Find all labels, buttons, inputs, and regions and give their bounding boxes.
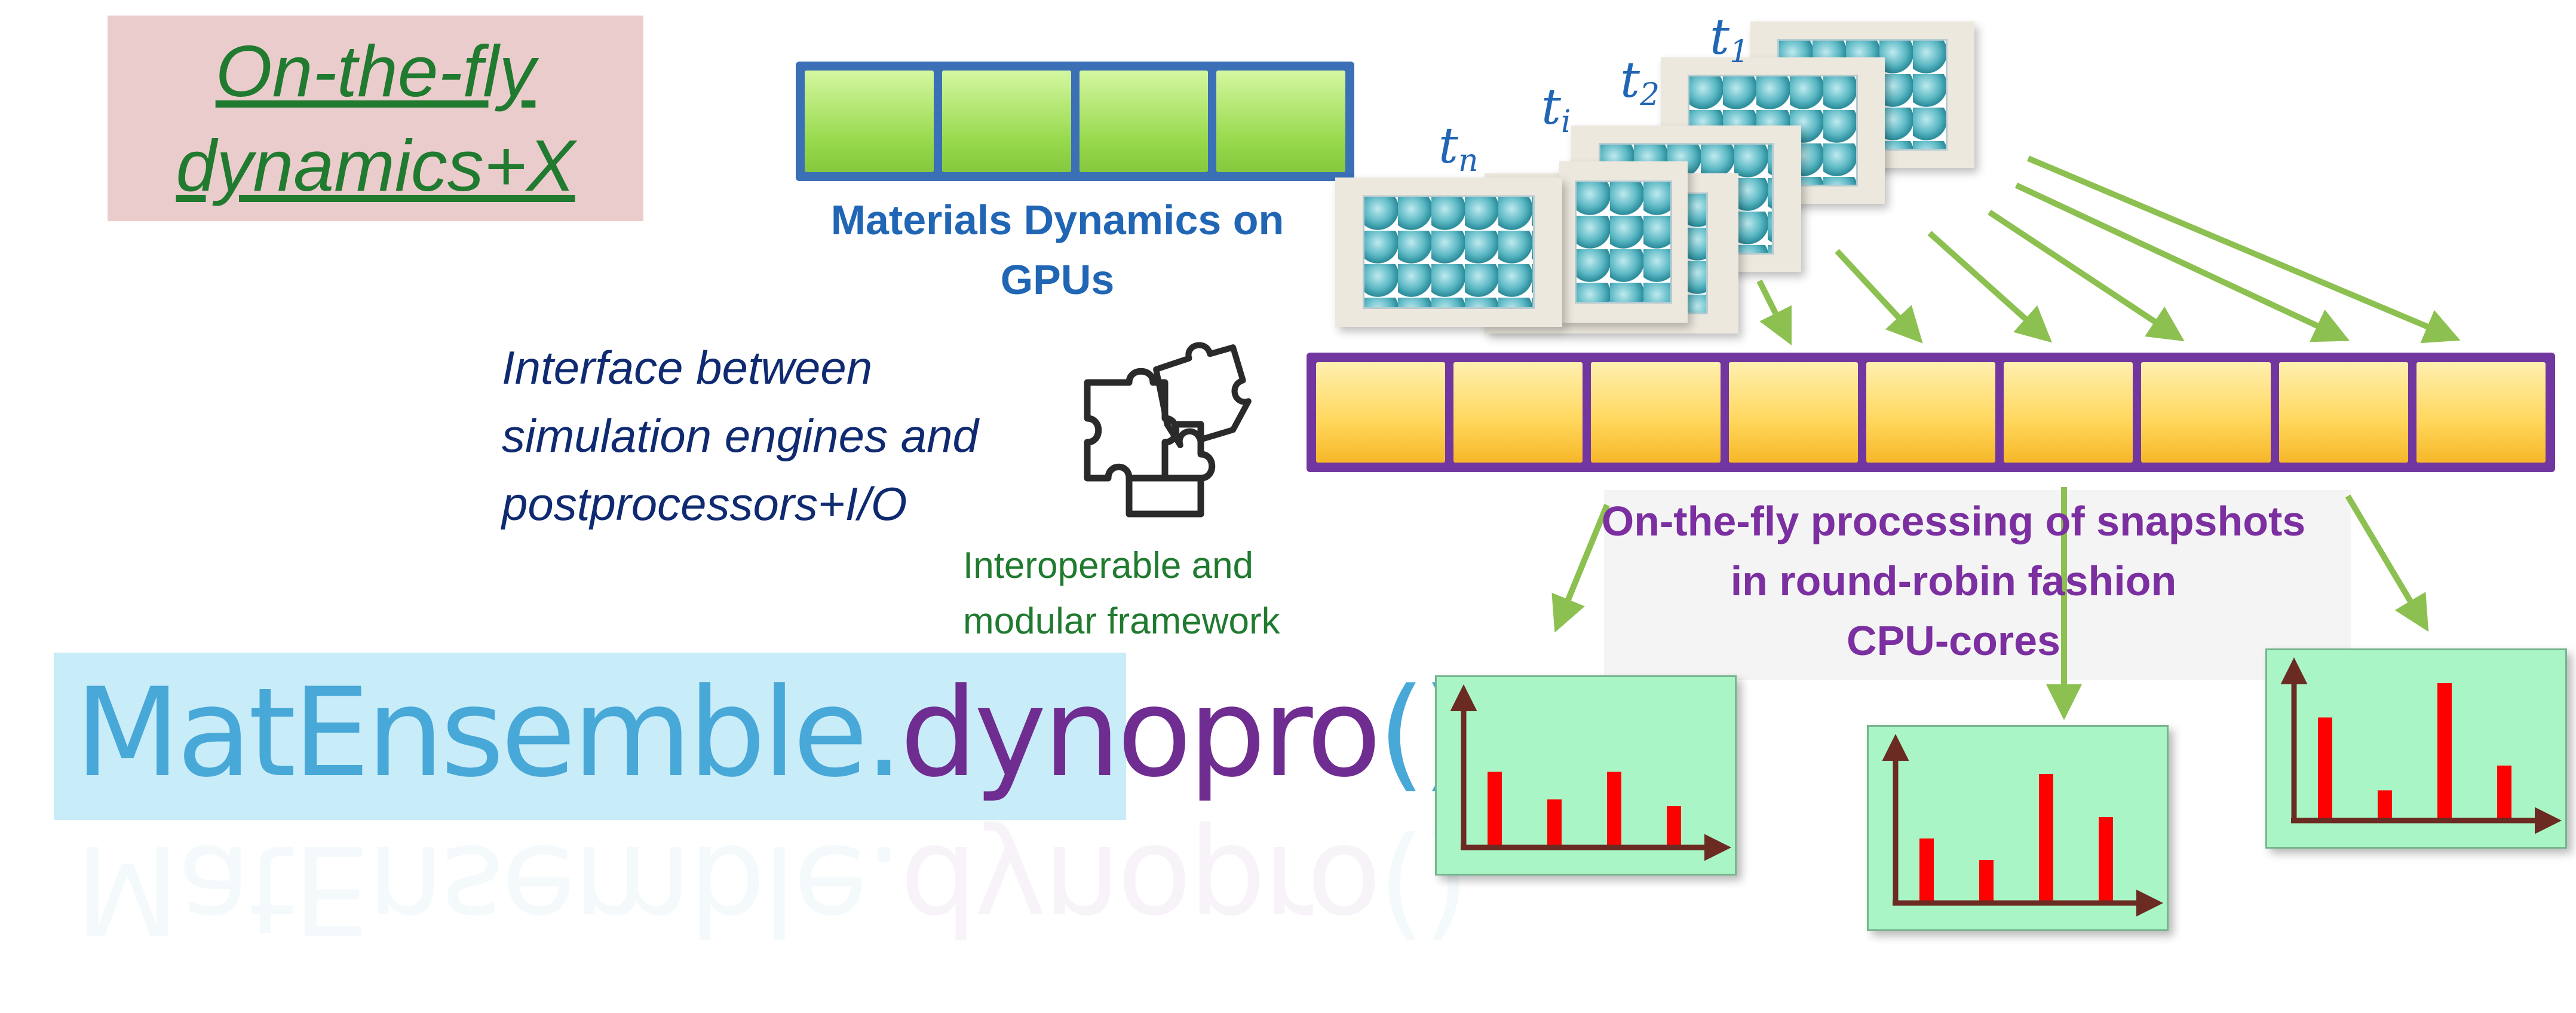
particle-box-icon <box>1362 195 1535 309</box>
chart-bar <box>2039 774 2053 903</box>
cpu-cell <box>2141 362 2271 463</box>
chart-panel-2 <box>1867 725 2169 931</box>
gpu-label-line-2: GPUs <box>1000 256 1115 303</box>
t-label-1: t1 <box>1710 9 1750 71</box>
arrow-to-cpu-6 <box>2027 155 2461 344</box>
cpu-cell <box>1728 362 1858 463</box>
cpu-bar <box>1307 353 2555 472</box>
chart-bar <box>2318 717 2332 821</box>
gpu-bar <box>796 62 1354 181</box>
logo-box <box>54 653 1126 820</box>
interface-line-3: postprocessors+I/O <box>502 478 907 530</box>
puzzle-icon <box>1084 342 1252 518</box>
cpu-cell <box>1591 362 1721 463</box>
chart-bar <box>2437 683 2452 821</box>
arrow-to-panel-1 <box>1551 504 1610 633</box>
chart-bar <box>1488 772 1502 847</box>
processing-label: On-the-fly processing of snapshots in ro… <box>1565 491 2342 671</box>
arrow-to-cpu-4 <box>1988 209 2185 342</box>
interface-line-2: simulation engines and <box>502 409 979 462</box>
logo-part-1: MatEnsemble. <box>75 662 903 804</box>
title-box: On-the-fly dynamics+X <box>108 16 643 221</box>
interop-text: Interoperable and modular framework <box>963 538 1393 649</box>
arrow-to-cpu-2 <box>1835 249 1923 344</box>
processing-backdrop <box>1604 490 2351 680</box>
snapshot-ti-front <box>1559 161 1688 323</box>
processing-line-2: in round-robin fashion <box>1730 558 2177 604</box>
chart-bar <box>2099 817 2113 903</box>
chart-panel-1 <box>1435 675 1737 876</box>
cpu-cell <box>2278 362 2408 463</box>
t-label-n: tn <box>1439 118 1479 179</box>
chart-bar <box>2497 766 2511 821</box>
cpu-cell <box>1316 362 1446 463</box>
particle-box-icon <box>1574 180 1673 304</box>
cpu-cell <box>2416 362 2546 463</box>
t-label-2: t2 <box>1620 52 1660 114</box>
arrow-to-cpu-5 <box>2014 182 2350 342</box>
chart-bar <box>1919 838 1934 903</box>
gpu-cell <box>1079 71 1209 172</box>
logo-part-2: dynopro <box>900 662 1381 804</box>
gpu-cell <box>805 71 934 172</box>
chart-bar <box>2378 790 2392 821</box>
cpu-cell <box>2004 362 2133 463</box>
interop-line-1: Interoperable and <box>963 545 1254 586</box>
interface-line-1: Interface between <box>502 341 873 394</box>
title-line-2: dynamics+X <box>176 125 575 206</box>
cpu-cell <box>1453 362 1583 463</box>
arrow-to-cpu-3 <box>1927 231 2052 343</box>
title-line-1: On-the-fly <box>215 30 536 112</box>
t-label-i: ti <box>1541 79 1571 140</box>
chart-bar <box>1979 860 1994 903</box>
gpu-cell <box>1216 71 1345 172</box>
arrow-to-panel-3 <box>2345 494 2429 632</box>
arrow-to-cpu-1 <box>1756 279 1792 345</box>
gpu-cell <box>942 71 1071 172</box>
interop-line-2: modular framework <box>963 601 1280 642</box>
cpu-cell <box>1866 362 1996 463</box>
chart-bar <box>1547 799 1562 847</box>
processing-line-1: On-the-fly processing of snapshots <box>1601 498 2306 544</box>
interface-text: Interface between simulation engines and… <box>502 333 1063 538</box>
chart-panel-3 <box>2265 648 2567 849</box>
gpu-label-line-1: Materials Dynamics on <box>830 197 1284 243</box>
logo: MatEnsemble.dynopro() <box>75 659 1470 808</box>
gpu-label: Materials Dynamics on GPUs <box>771 190 1344 310</box>
chart-bar <box>1607 772 1621 847</box>
chart-bar <box>1667 806 1681 847</box>
snapshot-tn-front <box>1335 177 1562 327</box>
processing-line-3: CPU-cores <box>1847 617 2060 664</box>
